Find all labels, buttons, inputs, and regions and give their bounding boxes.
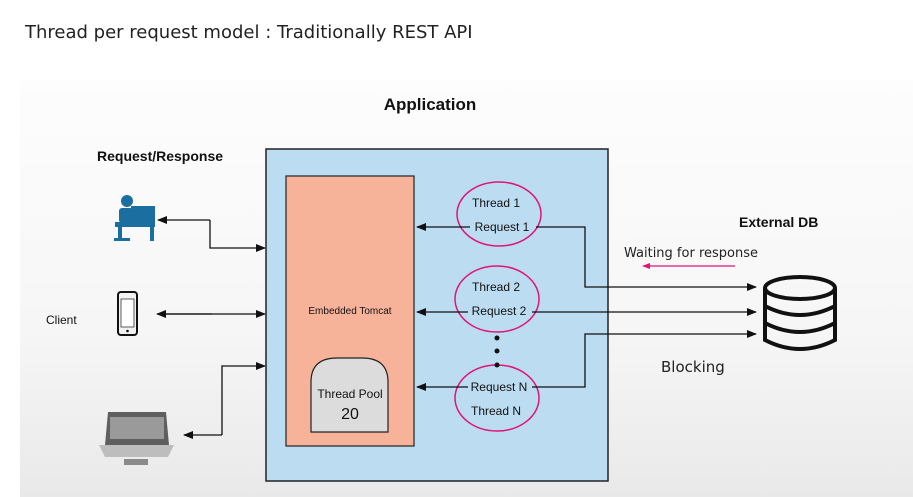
blocking-annotation: Blocking xyxy=(661,358,725,376)
request-1-db-arrow xyxy=(536,226,757,291)
thread-1-ellipse xyxy=(456,181,542,247)
mobile-phone-icon xyxy=(117,291,138,336)
laptop-connector-arrow xyxy=(221,362,266,435)
thread-2-label: Thread 2 xyxy=(472,280,520,294)
external-db-label: External DB xyxy=(739,214,818,230)
desktop-connector-arrow xyxy=(209,220,266,252)
waiting-annotation: Waiting for response xyxy=(624,246,758,261)
request-response-label: Request/Response xyxy=(97,148,223,164)
request-1-label: Request 1 xyxy=(475,220,530,234)
thread-pool-size: 20 xyxy=(341,406,359,423)
client-label: Client xyxy=(46,313,77,327)
page-title: Thread per request model : Traditionally… xyxy=(25,22,473,43)
embedded-tomcat-label: Embedded Tomcat xyxy=(308,306,391,317)
laptop-icon xyxy=(99,412,174,465)
ellipsis-dot xyxy=(494,335,500,341)
desktop-user-icon xyxy=(114,195,155,241)
ellipsis-dot xyxy=(494,348,500,354)
ellipsis-dot xyxy=(494,362,500,368)
database-icon xyxy=(763,275,837,351)
thread-pool-label: Thread Pool xyxy=(317,387,382,401)
request-2-label: Request 2 xyxy=(472,304,527,318)
thread-n-label: Thread N xyxy=(471,404,521,418)
thread-2-ellipse xyxy=(454,265,540,333)
request-n-label: Request N xyxy=(471,380,528,394)
application-label: Application xyxy=(384,95,477,114)
request-n-db-arrow xyxy=(532,330,757,388)
thread-pool-box xyxy=(310,357,389,433)
thread-1-label: Thread 1 xyxy=(472,196,520,210)
